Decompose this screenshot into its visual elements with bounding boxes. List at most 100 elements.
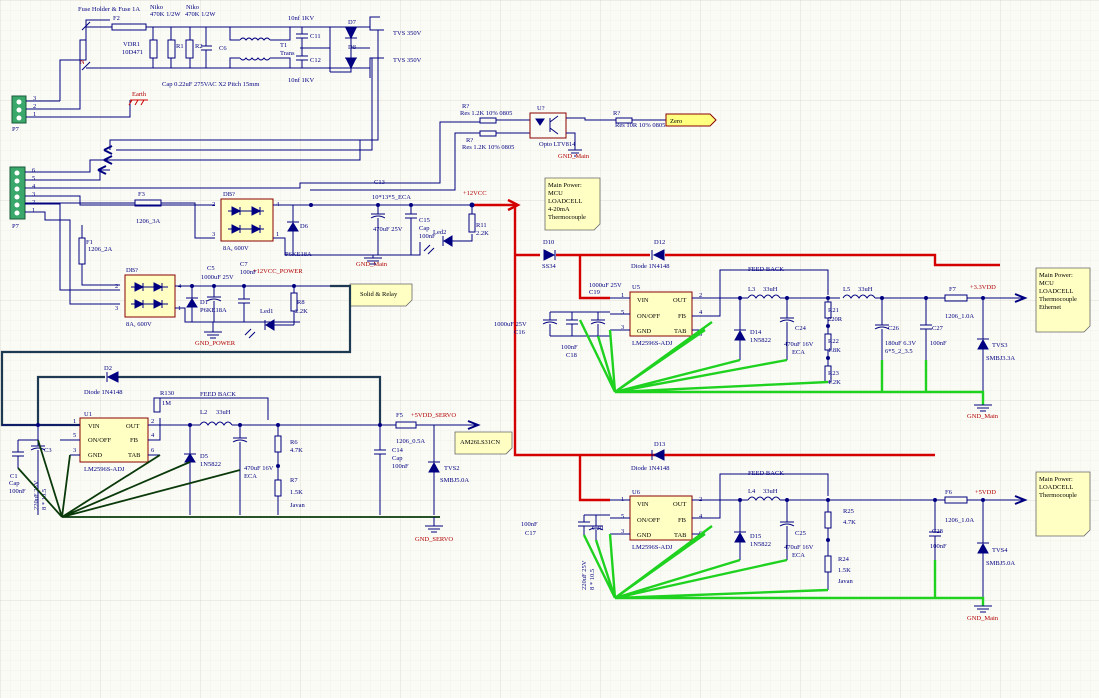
- d2-value: Diode 1N4148: [84, 389, 122, 396]
- d12-value: Diode 1N4148: [631, 263, 669, 270]
- opto-section[interactable]: R? Res 1.2K 10% 0805 R? Res 1.2K 10% 080…: [310, 103, 717, 191]
- ic-u6-lm2596[interactable]: [629, 495, 693, 541]
- r25-value: 4.7K: [843, 519, 856, 526]
- f1-label: F1: [86, 239, 93, 246]
- c1-value: Cap: [9, 480, 19, 487]
- d15-value: 1N5822: [750, 541, 771, 548]
- diode-d2[interactable]: [106, 371, 119, 383]
- optocoupler-u[interactable]: [529, 112, 567, 139]
- capacitor-c14[interactable]: [374, 425, 386, 515]
- c19-value: 1000uF 25V: [589, 282, 622, 289]
- d1-label: D1: [200, 299, 208, 306]
- r7-value: 1.5K: [290, 489, 303, 496]
- capacitor-c3[interactable]: [30, 425, 46, 515]
- opto-gnd-net: GND_Main: [558, 153, 590, 160]
- u6-fb: FB: [678, 517, 687, 524]
- opto-rb-label: R?: [466, 137, 473, 144]
- bridge-rectifier-db1[interactable]: [220, 198, 274, 242]
- capacitor-c26[interactable]: [874, 298, 890, 360]
- c14-value: Cap: [392, 455, 402, 462]
- capacitor-c27[interactable]: [920, 298, 932, 360]
- fuse-holder-label: Fuse Holder & Fuse 1A: [78, 6, 140, 13]
- d2-label: D2: [104, 365, 112, 372]
- capacitor-c7[interactable]: [238, 286, 250, 322]
- note-text: MCU: [1039, 280, 1054, 287]
- capacitor-c18[interactable]: [566, 312, 578, 336]
- u1-vin: VIN: [88, 423, 100, 430]
- db2-value: 8A, 600V: [126, 321, 152, 328]
- ac-input-section[interactable]: P7 3 2 1 Fuse Holder & Fuse 1A F2 N Niko…: [11, 4, 422, 165]
- capacitor-c13[interactable]: [370, 205, 386, 255]
- inductor-l2[interactable]: [199, 421, 233, 426]
- u6-part: LM2596S-ADJ: [632, 544, 673, 551]
- bridge1-section[interactable]: F3 1206_3A DB? 8A, 600V 2 3 4 1 D6 P6KE1…: [25, 179, 521, 268]
- capacitor-c-servo[interactable]: [232, 425, 248, 515]
- l2-label: L2: [200, 409, 207, 416]
- capacitor-c12[interactable]: [296, 48, 308, 68]
- note-text: 4-20mA: [548, 206, 570, 213]
- bridge-rectifier-db2[interactable]: [124, 274, 176, 318]
- capacitor-c5[interactable]: [206, 286, 222, 322]
- c20-label: C20: [592, 525, 603, 532]
- capacitor-c11[interactable]: [296, 27, 308, 48]
- net-port-zero[interactable]: [665, 113, 717, 127]
- capacitor-c1[interactable]: [12, 440, 24, 468]
- bridge2-section[interactable]: F1 1206_2A DB? 8A, 600V 2 3 4 1 D1 P6KE1…: [0, 225, 413, 427]
- c14-label: C14: [392, 447, 404, 454]
- rail-5vdd: +5VDD: [975, 489, 996, 496]
- capacitor-c25[interactable]: [779, 500, 795, 560]
- note-main-power-2[interactable]: [1035, 267, 1091, 333]
- capacitor-c6[interactable]: [201, 27, 212, 68]
- main1-regulator-section[interactable]: Main Power: MCU LOADCELL 4-20mA Thermoco…: [494, 177, 1091, 420]
- pin-label: 3: [32, 191, 35, 198]
- pin-label: 2: [151, 418, 154, 425]
- inductor-l5[interactable]: [842, 294, 876, 299]
- note-am26ls31cn[interactable]: [454, 431, 513, 455]
- r2-label: R2: [195, 43, 203, 50]
- note-main-power-3[interactable]: [1035, 471, 1091, 537]
- capacitor-c20[interactable]: [588, 515, 604, 540]
- f1-value: 1206_2A: [88, 246, 113, 253]
- inductor-l4[interactable]: [747, 496, 781, 501]
- capacitor-c24[interactable]: [779, 298, 795, 360]
- capacitor-c17[interactable]: [578, 515, 590, 535]
- pin-label: 1: [621, 292, 624, 299]
- f5-value: 1206_0.5A: [396, 438, 425, 445]
- l5-value: 33uH: [858, 286, 873, 293]
- vdr1-value: 10D471: [122, 49, 143, 56]
- gnd-main-net-1: GND_Main: [967, 413, 999, 420]
- diode-d13[interactable]: [652, 449, 665, 461]
- ic-u5-lm2596[interactable]: [629, 291, 693, 337]
- c12-value: 10nf 1KV: [288, 77, 314, 84]
- vdr1-label: VDR1: [123, 41, 140, 48]
- transformer-t1[interactable]: [239, 37, 271, 61]
- earth-label: Earth: [132, 91, 147, 98]
- d10-label: D10: [543, 239, 554, 246]
- capacitor-c15[interactable]: [405, 205, 417, 255]
- diode-d12[interactable]: [652, 249, 665, 261]
- note-text: LOADCELL: [1039, 484, 1073, 491]
- u5-vin: VIN: [637, 297, 649, 304]
- note-main-power-1[interactable]: [544, 177, 601, 231]
- schottky-d15[interactable]: [734, 531, 746, 543]
- main2-regulator-section[interactable]: D13 Diode 1N4148 100nF C17 C20 220uF 25V…: [521, 441, 1091, 622]
- schottky-d14[interactable]: [734, 329, 746, 341]
- schottky-d10[interactable]: [543, 249, 556, 261]
- d5-label: D5: [200, 453, 208, 460]
- capacitor-c28[interactable]: [929, 500, 941, 560]
- capacitor-c19[interactable]: [590, 312, 606, 336]
- servo-regulator-section[interactable]: D2 Diode 1N4148 U1 VIN OUT ON/OFF FB GND…: [2, 365, 513, 543]
- niko-value: 470K 1/2W: [185, 11, 216, 18]
- connector-p7-6pin[interactable]: P7 6 5 4 3 2 1: [9, 121, 480, 305]
- ic-u1-lm2596[interactable]: [79, 417, 149, 463]
- r23-label: R23: [828, 370, 839, 377]
- pin-label: 2: [115, 283, 118, 290]
- inductor-l3[interactable]: [747, 294, 781, 299]
- u1-ref: U1: [84, 411, 92, 418]
- r8-value: 2.2K: [295, 308, 308, 315]
- note-text: Thermocouple: [548, 214, 586, 221]
- servo-cap-value: 470uF 16V: [244, 465, 274, 472]
- capacitor-c16[interactable]: [542, 312, 558, 336]
- u5-ref: U5: [632, 284, 640, 291]
